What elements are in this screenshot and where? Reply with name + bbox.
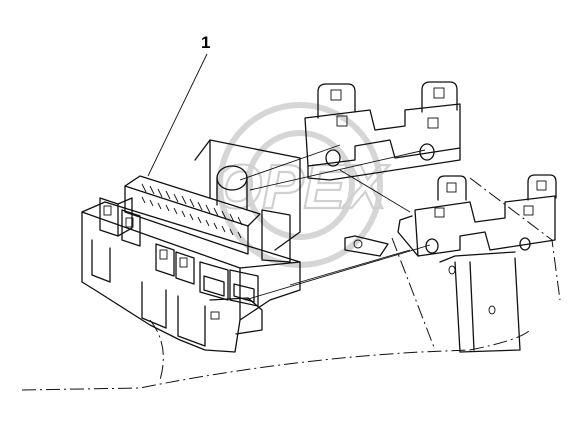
bracket-upper-lower-edge xyxy=(307,147,461,181)
assembly-line-3 xyxy=(289,249,411,286)
centerline-left xyxy=(149,319,164,381)
bracket-lower-plate xyxy=(414,195,556,257)
socket-1 xyxy=(199,261,229,301)
bracket-upper-hole-1 xyxy=(336,115,348,127)
relay-block-3 xyxy=(155,243,175,277)
relay-block-2 xyxy=(121,209,141,247)
base-front-lip xyxy=(209,297,263,335)
assembly-line-2 xyxy=(249,149,426,191)
relay-block-2-window xyxy=(125,217,134,228)
base-foot-3 xyxy=(177,295,206,347)
bracket-tab-4 xyxy=(527,174,557,201)
connector-pin-row-1 xyxy=(141,183,243,226)
base-foot-2 xyxy=(141,281,167,329)
connector-front-face xyxy=(124,185,249,255)
centerline-diagonal xyxy=(391,237,436,351)
lower-bracket xyxy=(397,174,557,257)
bracket-lower-side xyxy=(397,215,419,257)
fuse-box-back-housing xyxy=(194,139,301,251)
bracket-lower-hole-1 xyxy=(434,207,445,218)
bracket-tab-1-slot xyxy=(330,89,342,101)
clamp-tab-hole xyxy=(353,239,363,249)
connector-pin-row-2 xyxy=(141,196,242,239)
socket-1-opening xyxy=(203,275,225,297)
centerline-right xyxy=(469,177,561,301)
centerline-bottom-right xyxy=(469,329,531,351)
support-post xyxy=(439,251,521,353)
bracket-tab-3-slot xyxy=(446,182,457,193)
callout-label: 1 xyxy=(201,33,210,52)
bracket-upper-hole-2 xyxy=(427,117,439,129)
bracket-upper-bolt-2 xyxy=(419,143,435,161)
bracket-lower-hole-2 xyxy=(523,205,534,216)
assembly-line-5 xyxy=(339,169,411,213)
support-post-top xyxy=(439,251,516,263)
support-post-body xyxy=(454,257,521,353)
bracket-tab-4-slot xyxy=(536,180,547,191)
callout-1: 1 xyxy=(147,33,210,177)
fuse-box-side-block xyxy=(261,209,291,263)
watermark-gear-hub xyxy=(245,130,355,240)
base-foot-1 xyxy=(91,239,111,283)
support-post-hole xyxy=(488,305,496,315)
connector-pins xyxy=(141,183,243,239)
relay-block-4 xyxy=(175,251,195,285)
clamp-tab xyxy=(344,235,389,257)
base-foot-3-slot xyxy=(210,311,220,320)
bracket-upper-bolt-1 xyxy=(325,149,341,167)
relay-block-3-window xyxy=(159,249,168,260)
fuse-box xyxy=(81,139,301,353)
watermark-text: OPEX xyxy=(214,153,390,222)
bracket-tab-3 xyxy=(437,175,467,201)
callout-leader xyxy=(147,53,208,177)
bracket-tab-1 xyxy=(317,83,356,119)
support-post-hole-2 xyxy=(448,265,456,275)
relay-block-1-window xyxy=(103,205,112,216)
connector-top-face xyxy=(124,175,261,227)
clamp-tab-body xyxy=(344,235,389,257)
assembly-lines xyxy=(239,144,431,301)
bracket-lower-bolt-2 xyxy=(519,237,531,251)
bracket-tab-2 xyxy=(421,81,458,113)
assembly-line-4 xyxy=(244,244,431,301)
upper-bracket xyxy=(304,81,461,181)
assembly-line-1 xyxy=(239,144,341,181)
watermark: OPEX xyxy=(213,102,391,268)
support-post-edge xyxy=(469,261,475,351)
bracket-tab-2-slot xyxy=(433,87,445,99)
centerline-bottom xyxy=(21,349,471,391)
relay-block-4-window xyxy=(179,257,188,268)
socket-2-opening xyxy=(233,283,255,303)
